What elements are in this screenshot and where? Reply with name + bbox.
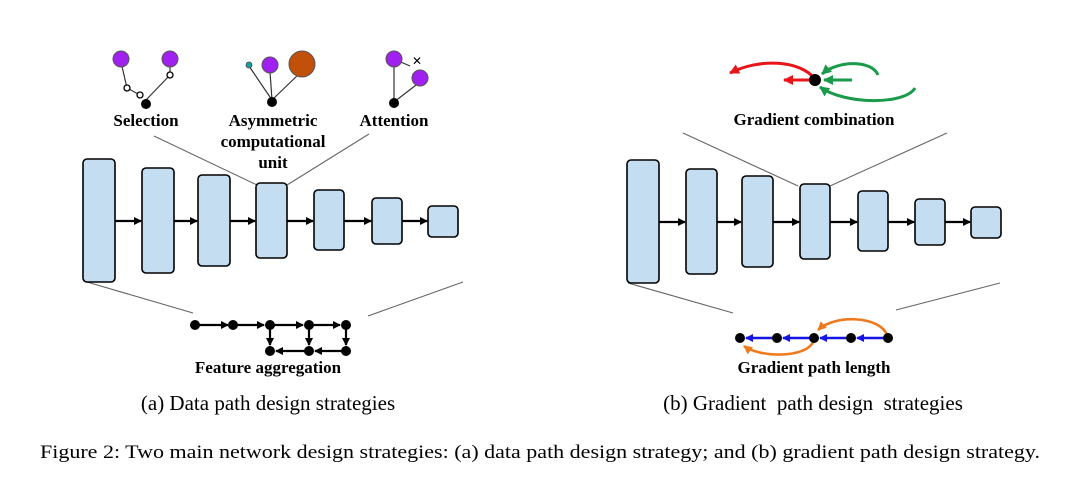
layer-block	[799, 183, 831, 260]
attention-label: Attention	[360, 111, 429, 130]
network-blocks-b	[626, 159, 1002, 284]
layer-block	[685, 168, 718, 275]
gradient-combination-icon	[729, 61, 917, 103]
panel-a-data-path: Selection Asymmetric computational unit …	[82, 50, 464, 415]
subcaption-b: (b) Gradient path design strategies	[663, 391, 963, 415]
feature-aggregation-graph	[190, 320, 351, 356]
layer-block	[741, 175, 774, 268]
layer-block	[914, 198, 946, 246]
feature-aggregation-label: Feature aggregation	[195, 358, 342, 377]
attention-icon: ✕	[385, 50, 429, 108]
network-blocks-a	[82, 158, 459, 283]
layer-block	[857, 190, 889, 252]
gradient-path-length-label: Gradient path length	[737, 358, 891, 377]
attention-cross-icon: ✕	[412, 54, 422, 68]
figure-caption: Figure 2: Two main network design strate…	[40, 442, 1040, 463]
asymmetric-label-line1: Asymmetric	[229, 111, 318, 130]
layer-block	[141, 167, 175, 274]
asymmetric-label-line2: computational	[221, 132, 326, 151]
layer-block	[626, 159, 660, 284]
asymmetric-unit-icon	[245, 50, 316, 107]
layer-block	[427, 205, 459, 238]
layer-block	[371, 197, 403, 245]
layer-block	[82, 158, 116, 283]
selection-icon	[112, 50, 179, 109]
gradient-combination-label: Gradient combination	[733, 110, 895, 129]
layer-block	[970, 206, 1002, 239]
panel-b-gradient-path: Gradient combination	[626, 61, 1002, 415]
gradient-path-length-graph	[735, 318, 893, 356]
layer-block	[197, 174, 231, 267]
subcaption-a: (a) Data path design strategies	[141, 391, 395, 415]
selection-label: Selection	[113, 111, 179, 130]
asymmetric-label-line3: unit	[258, 153, 288, 172]
layer-block	[255, 182, 288, 259]
layer-block	[313, 189, 345, 251]
